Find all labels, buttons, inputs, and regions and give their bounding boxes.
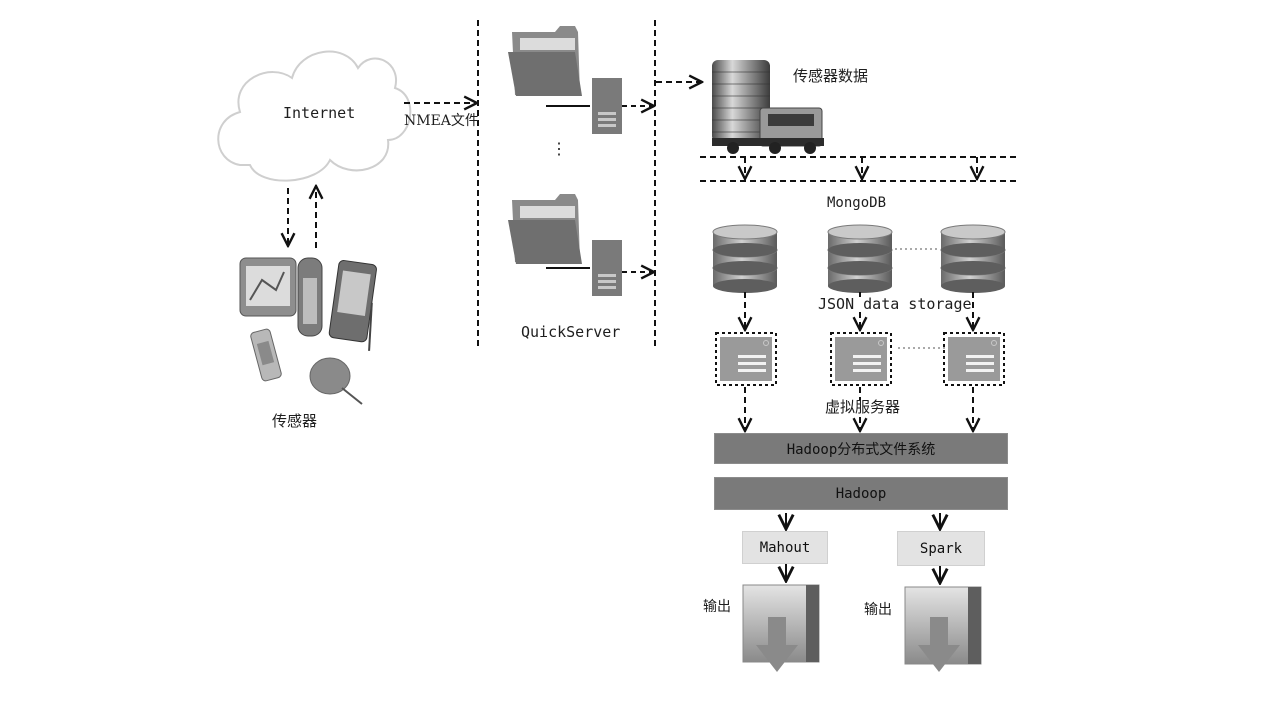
- server-window-icon: [715, 332, 777, 386]
- cloud-icon: [217, 50, 412, 182]
- output-2-label: 输出: [864, 602, 892, 618]
- sensors-label: 传感器: [272, 412, 318, 430]
- gps-devices-icon: [239, 257, 377, 405]
- folder-server-icon: [508, 194, 654, 296]
- database-icon: [940, 224, 1006, 293]
- server-window-icon: [943, 332, 1005, 386]
- spark-box: Spark: [897, 531, 985, 566]
- mongodb-label: MongoDB: [827, 195, 887, 211]
- internet-label: Internet: [283, 104, 356, 122]
- download-arrow-icon: [904, 586, 982, 672]
- output-1-label: 输出: [703, 599, 731, 615]
- database-truck-icon: [712, 60, 824, 154]
- mongodb-bus: [700, 156, 1020, 182]
- virtual-servers-label: 虚拟服务器: [825, 398, 901, 416]
- database-icon: [712, 224, 778, 293]
- mahout-box: Mahout: [742, 531, 828, 564]
- nmea-edge-label: NMEA文件: [404, 113, 479, 129]
- sensor-data-label: 传感器数据: [793, 67, 869, 85]
- json-storage-label: JSON data storage: [818, 295, 972, 313]
- server-window-icon: [830, 332, 892, 386]
- hdfs-bar: Hadoop分布式文件系统: [714, 433, 1008, 464]
- quickserver-ellipsis: ⋮: [551, 139, 567, 158]
- database-icon: [827, 224, 893, 293]
- hadoop-bar: Hadoop: [714, 477, 1008, 510]
- sensor-uplink-arrows: [288, 186, 316, 248]
- download-arrow-icon: [742, 584, 820, 672]
- quickserver-label: QuickServer: [521, 323, 621, 341]
- folder-server-icon: [508, 26, 654, 134]
